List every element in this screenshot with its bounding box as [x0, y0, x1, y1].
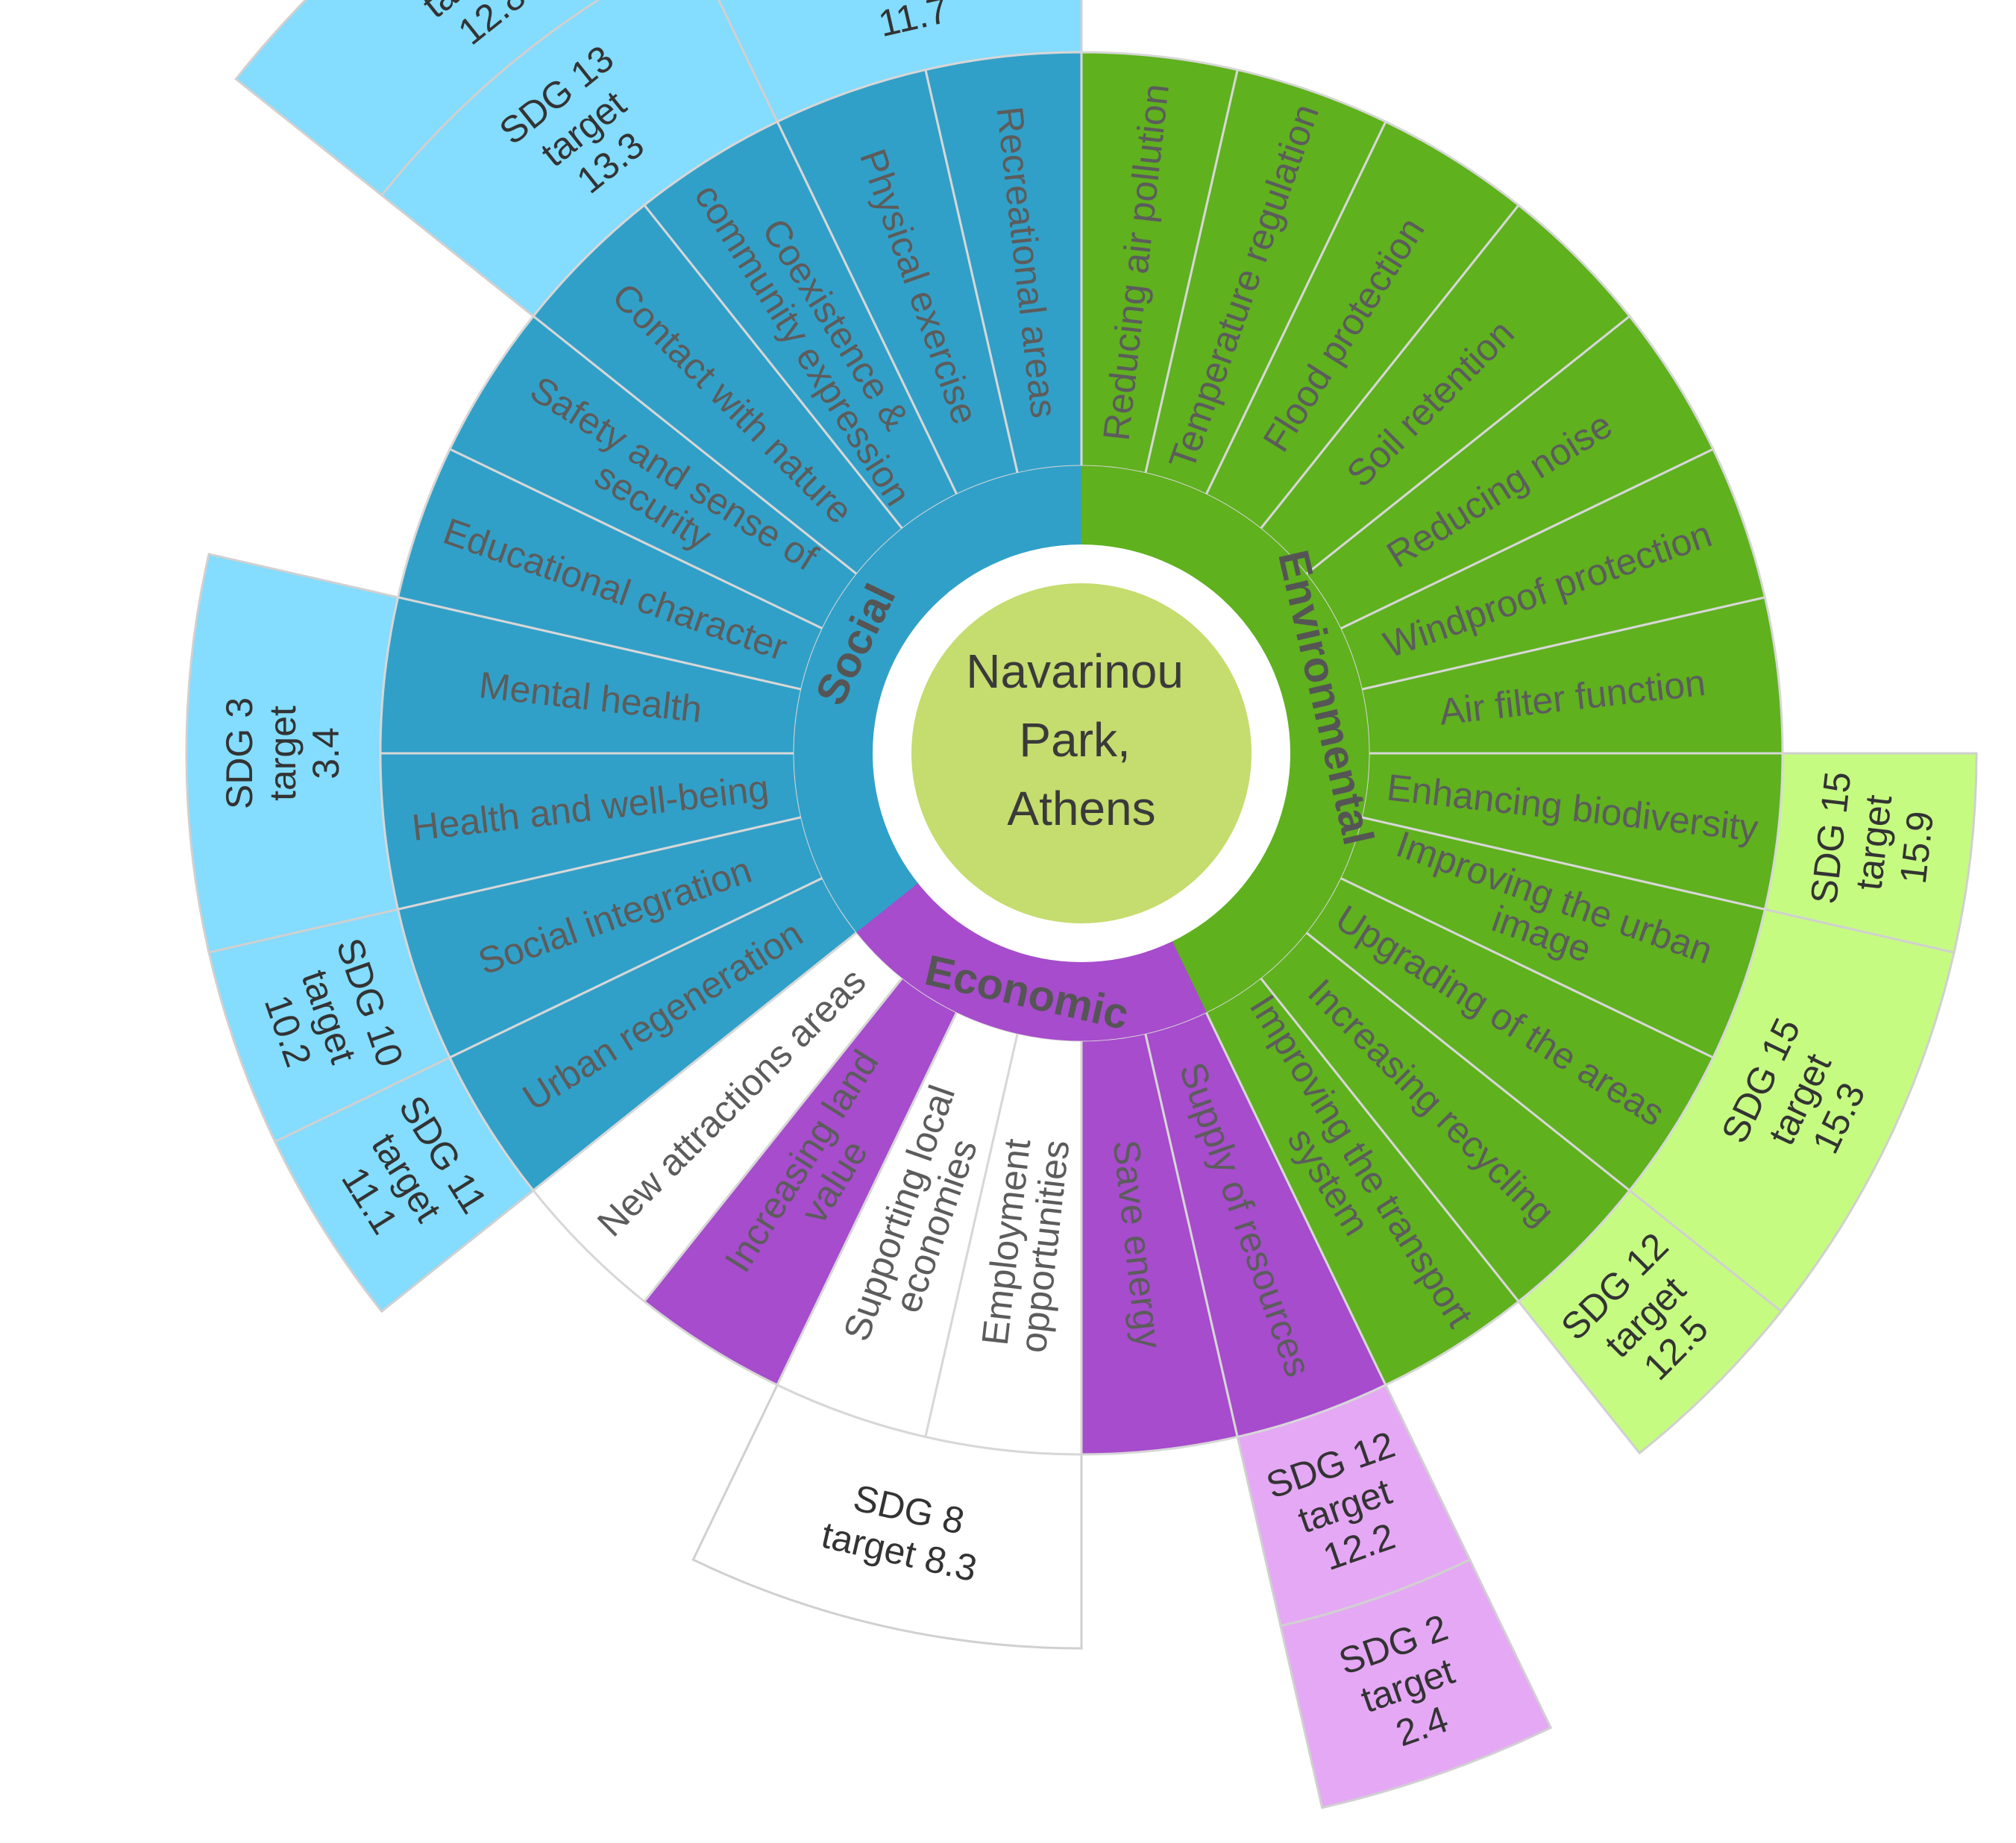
center-line-1: Navarinou	[966, 644, 1184, 698]
sdg-target-block	[234, 0, 600, 197]
center-title: Navarinou Park, Athens	[966, 644, 1197, 835]
sdg-target-block	[1279, 1558, 1553, 1809]
center-hub: Navarinou Park, Athens	[873, 544, 1290, 962]
sdg-target-label: SDG 3target3.4	[219, 697, 347, 809]
center-line-3: Athens	[1007, 782, 1155, 835]
center-disc	[911, 583, 1252, 923]
center-line-2: Park,	[1019, 713, 1130, 767]
